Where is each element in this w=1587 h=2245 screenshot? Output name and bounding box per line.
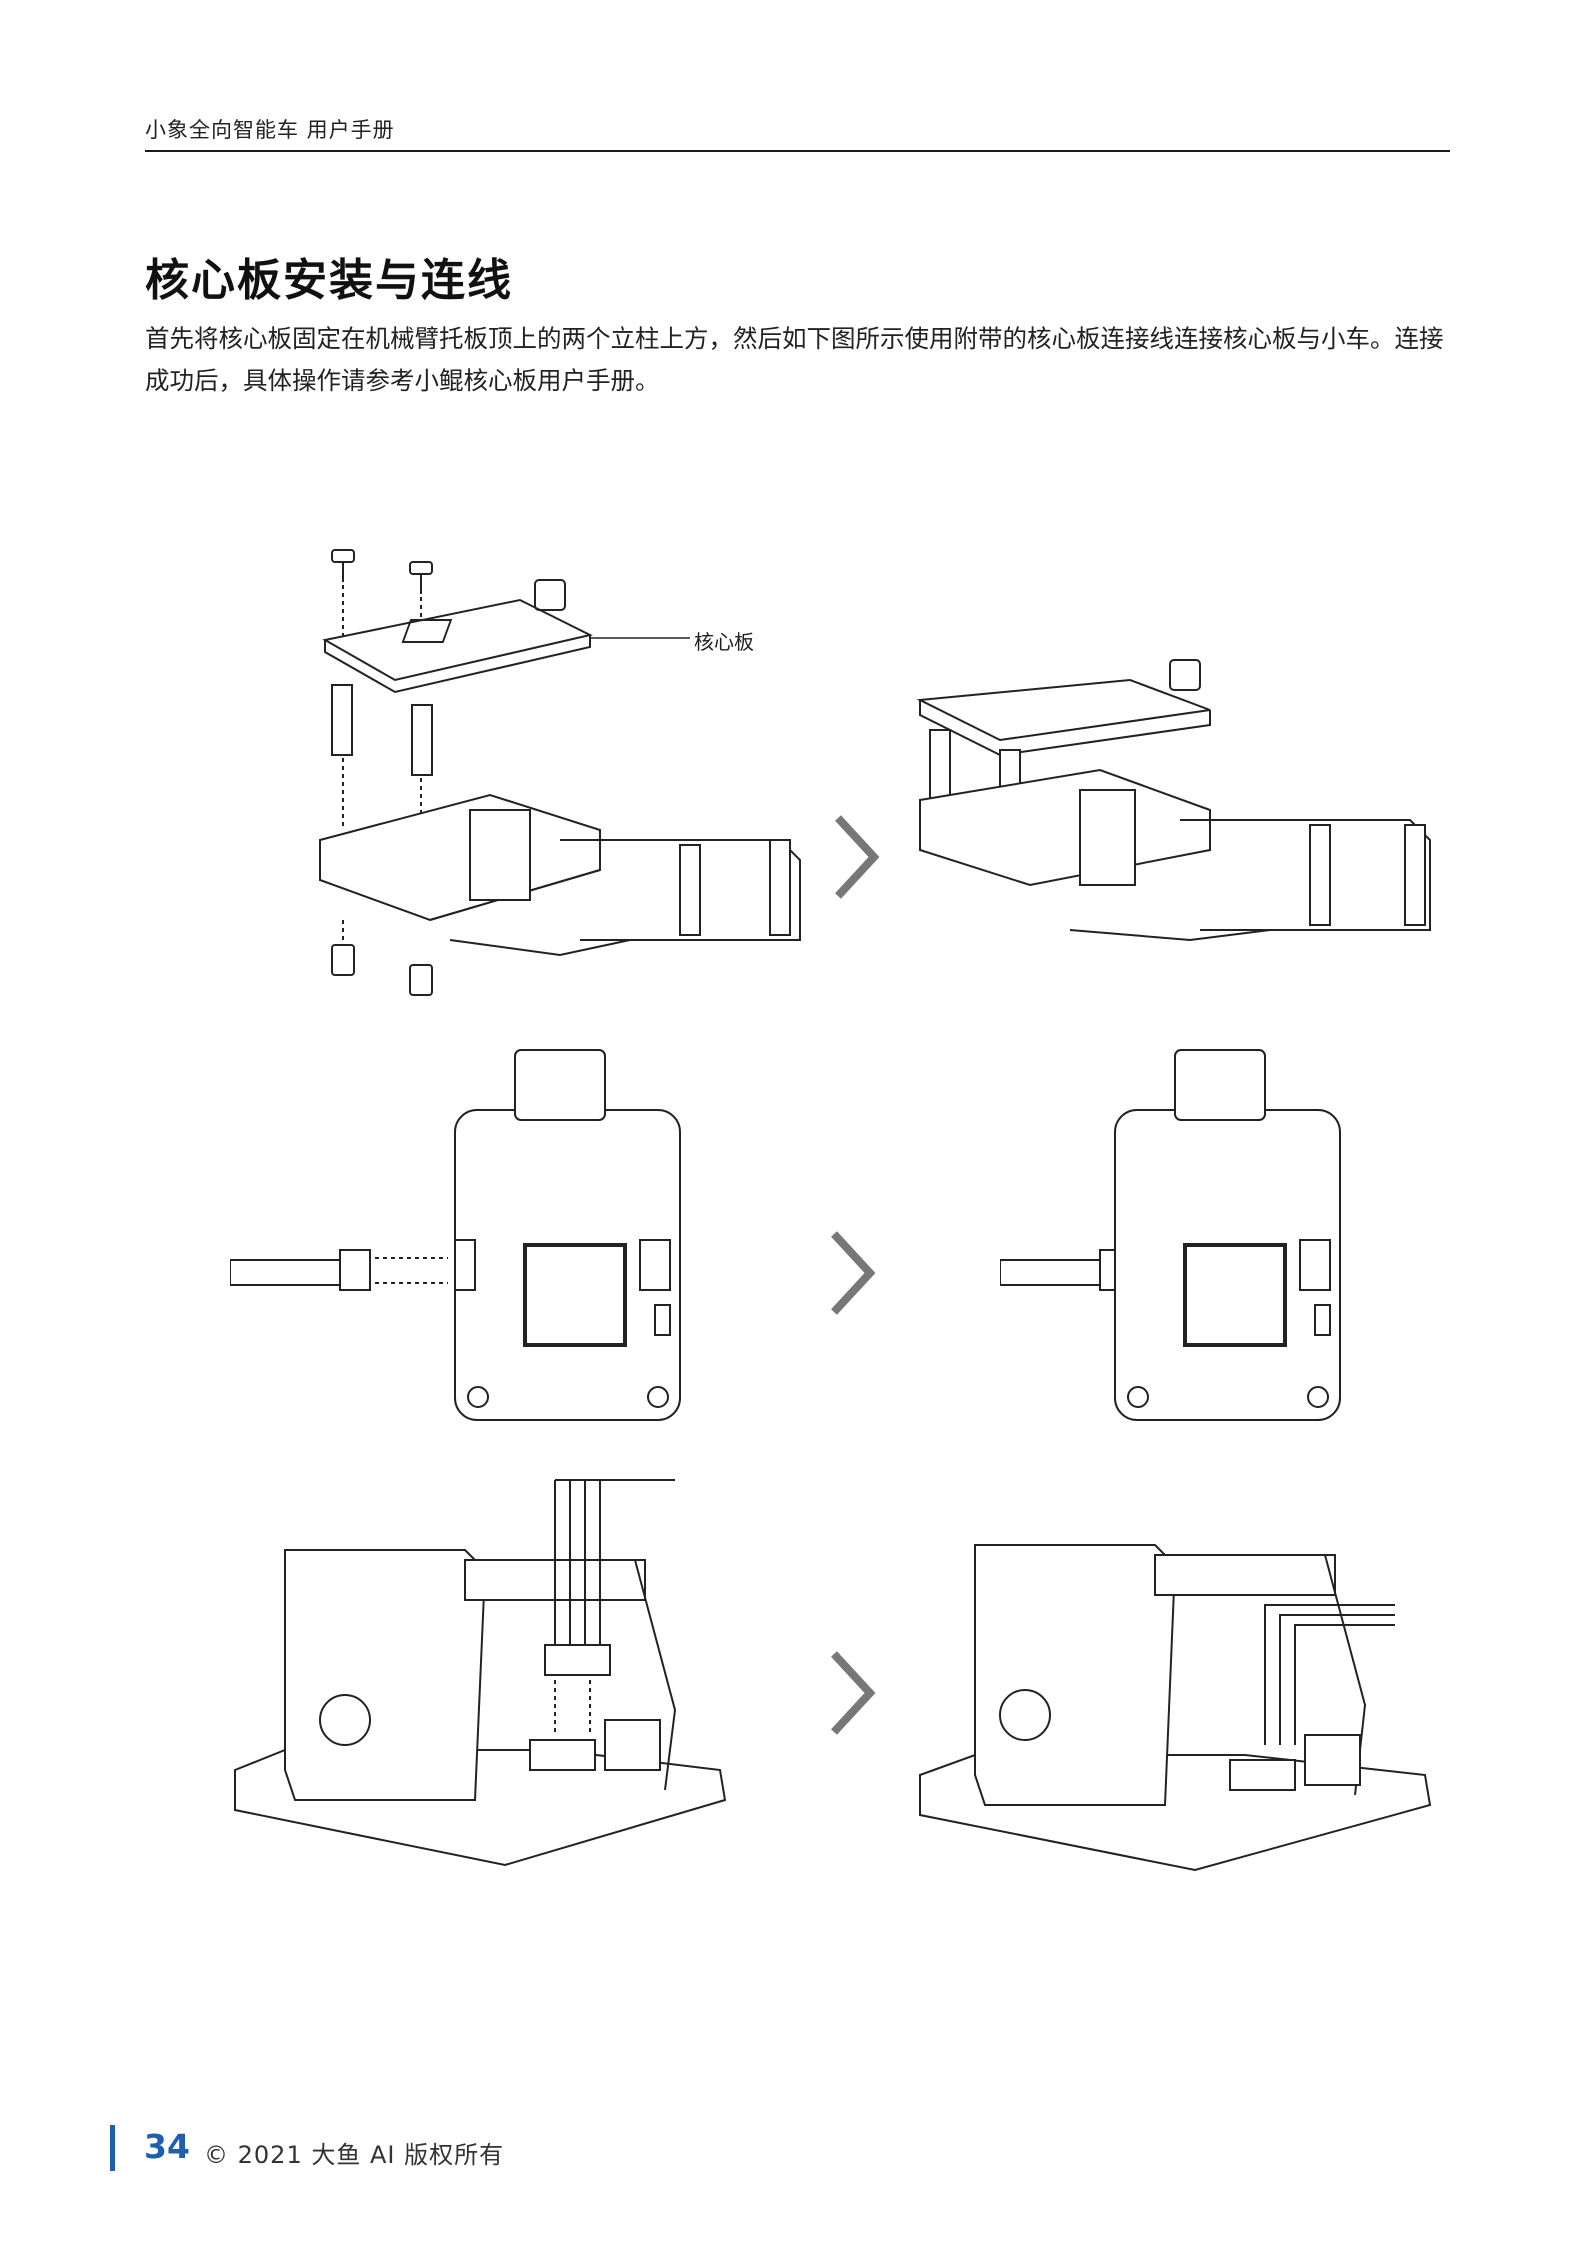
chevron-right-icon [832,812,882,902]
figure-pcb-connect [230,1045,690,1425]
chevron-right-icon [828,1228,878,1318]
section-paragraph: 首先将核心板固定在机械臂托板顶上的两个立柱上方，然后如下图所示使用附带的核心板连… [145,324,1444,395]
chevron-right-icon [828,1648,878,1738]
figure-assembled-arm [910,640,1440,970]
section-title: 核心板安装与连线 [145,255,513,306]
figure-car-wired [915,1505,1435,1875]
footer-accent-bar [110,2125,115,2171]
page-number: 34 [144,2127,190,2166]
screw-top-left [331,549,355,582]
figure-pcb-connected [1000,1045,1360,1425]
page-header: 小象全向智能车 用户手册 [145,112,1450,152]
copyright-text: © 2021 大鱼 AI 版权所有 [204,2141,505,2169]
header-title: 小象全向智能车 用户手册 [145,118,395,142]
arm-base-drawing [319,793,801,957]
callout-label: 核心板 [694,630,754,654]
core-board-drawing [322,579,593,694]
figure-exploded-assembly [300,540,860,1020]
screw-top-right [409,561,433,594]
page-footer: 34 © 2021 大鱼 AI 版权所有 [110,2125,710,2171]
figure-car-wiring [225,1470,735,1870]
